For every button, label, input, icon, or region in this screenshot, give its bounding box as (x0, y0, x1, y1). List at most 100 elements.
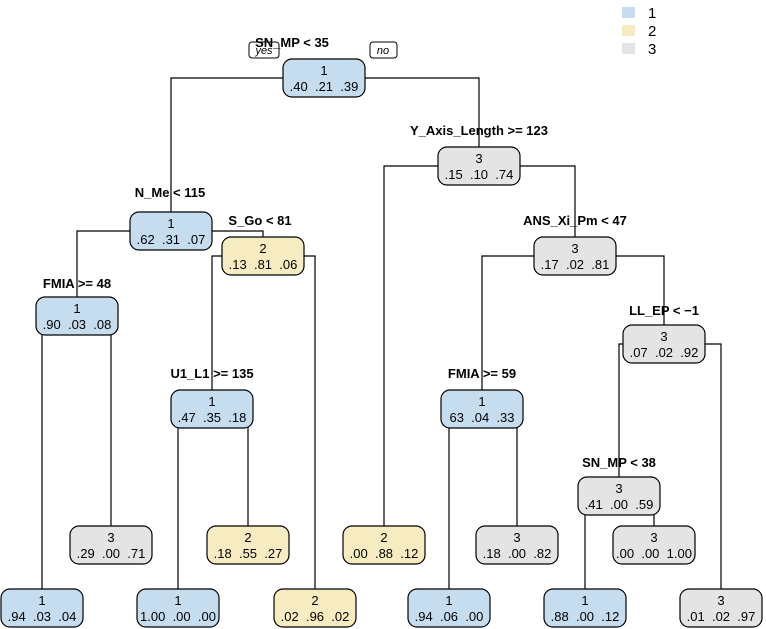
node-box (273, 588, 357, 628)
split-rule-label: U1_L1 >= 135 (170, 366, 253, 381)
split-rule-label: SN_MP < 35 (255, 35, 329, 50)
node-class-label: 3 (717, 593, 724, 608)
split-rule-label: FMIA >= 48 (43, 276, 111, 291)
tree-node: 1.47 .35 .18 U1_L1 >= 135 (170, 366, 254, 429)
node-class-label: 1 (445, 593, 452, 608)
node-class-label: 2 (311, 593, 318, 608)
node-box (437, 146, 521, 186)
tree-edge (177, 408, 212, 589)
no-label-box (369, 41, 398, 59)
legend-swatch (622, 25, 635, 36)
tree-node: 1.90 .03 .08 FMIA >= 48 (35, 276, 119, 336)
node-probabilities: .40 .21 .39 (290, 79, 359, 94)
node-class-label: 3 (475, 151, 482, 166)
tree-node: 3.18 .00 .82 (475, 525, 559, 565)
node-probabilities: .18 .55 .27 (214, 546, 283, 561)
node-class-label: 1 (167, 216, 174, 231)
node-class-label: 2 (259, 241, 266, 256)
node-class-label: 2 (380, 530, 387, 545)
tree-edge (77, 315, 112, 526)
node-box (69, 525, 153, 565)
node-box (221, 236, 305, 276)
node-box (407, 588, 491, 628)
node-box (612, 525, 696, 565)
split-rule-label: S_Go < 81 (228, 213, 291, 228)
node-box (35, 296, 119, 336)
node-probabilities: .01 .02 .97 (687, 609, 756, 624)
legend-swatch (622, 7, 635, 18)
node-class-label: 3 (660, 329, 667, 344)
node-box (577, 476, 661, 516)
node-box (679, 588, 763, 628)
node-class-label: 1 (320, 63, 327, 78)
yes-no-labels: yes no (248, 41, 398, 59)
node-class-label: 3 (650, 530, 657, 545)
tree-node: 3.07 .02 .92 LL_EP < −1 (622, 303, 706, 364)
tree-node: 1.62 .31 .07 N_Me < 115 (129, 185, 213, 251)
tree-node: 3.15 .10 .74 Y_Axis_Length >= 123 (410, 123, 548, 186)
tree-node: 3.17 .02 .81 ANS_Xi_Pm < 47 (523, 213, 627, 276)
tree-node: 2.00 .88 .12 (342, 525, 426, 565)
node-probabilities: .47 .35 .18 (178, 410, 247, 425)
node-probabilities: .41 .00 .59 (585, 497, 654, 512)
node-probabilities: .29 .00 .71 (77, 546, 146, 561)
node-box (206, 525, 290, 565)
tree-edge (324, 77, 480, 147)
node-class-label: 1 (73, 301, 80, 316)
node-class-label: 1 (208, 394, 215, 409)
node-probabilities: .62 .31 .07 (137, 232, 206, 247)
tree-node: 2.02 .96 .02 (273, 588, 357, 628)
legend-swatch (622, 43, 635, 54)
node-box (0, 588, 84, 628)
tree-node: 1.40 .21 .39 SN_MP < 35 (255, 35, 366, 98)
node-class-label: 1 (581, 593, 588, 608)
node-probabilities: .88 .00 .12 (551, 609, 620, 624)
node-box (622, 324, 706, 364)
node-box (342, 525, 426, 565)
node-probabilities: .15 .10 .74 (445, 167, 514, 182)
node-class-label: 1 (174, 593, 181, 608)
node-class-label: 1 (478, 394, 485, 409)
split-rule-label: ANS_Xi_Pm < 47 (523, 213, 627, 228)
node-probabilities: .00 .88 .12 (350, 546, 419, 561)
tree-node: 3.00 .00 1.00 (612, 525, 696, 565)
tree-edge (170, 77, 324, 212)
tree-node: 1.94 .03 .04 (0, 588, 84, 628)
node-box (129, 211, 213, 251)
node-probabilities: .94 .03 .04 (8, 609, 77, 624)
split-rule-label: N_Me < 115 (135, 185, 205, 200)
node-box (543, 588, 627, 628)
legend-label: 2 (648, 23, 656, 40)
node-class-label: 3 (615, 481, 622, 496)
node-probabilities: .00 .00 1.00 (616, 546, 692, 561)
node-probabilities: .07 .02 .92 (630, 345, 699, 360)
tree-node: 11.00 .00 .00 (136, 588, 220, 628)
no-label: no (377, 45, 389, 57)
legend-label: 1 (648, 5, 656, 22)
tree-node: 3.29 .00 .71 (69, 525, 153, 565)
node-probabilities: 1.00 .00 .00 (140, 609, 216, 624)
split-rule-label: SN_MP < 38 (582, 455, 656, 470)
node-probabilities: .17 .02 .81 (541, 257, 610, 272)
node-box (170, 389, 254, 429)
split-rule-label: LL_EP < −1 (629, 303, 699, 318)
tree-node: 3.01 .02 .97 (679, 588, 763, 628)
node-probabilities: 63 .04 .33 (449, 410, 514, 425)
tree-node: 163 .04 .33 FMIA >= 59 (440, 366, 524, 429)
tree-edge (383, 165, 479, 526)
node-box (282, 58, 366, 98)
node-class-label: 3 (571, 241, 578, 256)
node-box (440, 389, 524, 429)
split-rule-label: FMIA >= 59 (448, 366, 516, 381)
split-rule-label: Y_Axis_Length >= 123 (410, 123, 548, 138)
node-probabilities: .02 .96 .02 (281, 609, 350, 624)
tree-node: 1.88 .00 .12 (543, 588, 627, 628)
node-class-label: 3 (513, 530, 520, 545)
node-probabilities: .90 .03 .08 (43, 317, 112, 332)
node-class-label: 3 (107, 530, 114, 545)
yes-label-box (248, 41, 280, 59)
node-class-label: 1 (38, 593, 45, 608)
tree-node: 2.13 .81 .06S_Go < 81 (221, 213, 305, 276)
